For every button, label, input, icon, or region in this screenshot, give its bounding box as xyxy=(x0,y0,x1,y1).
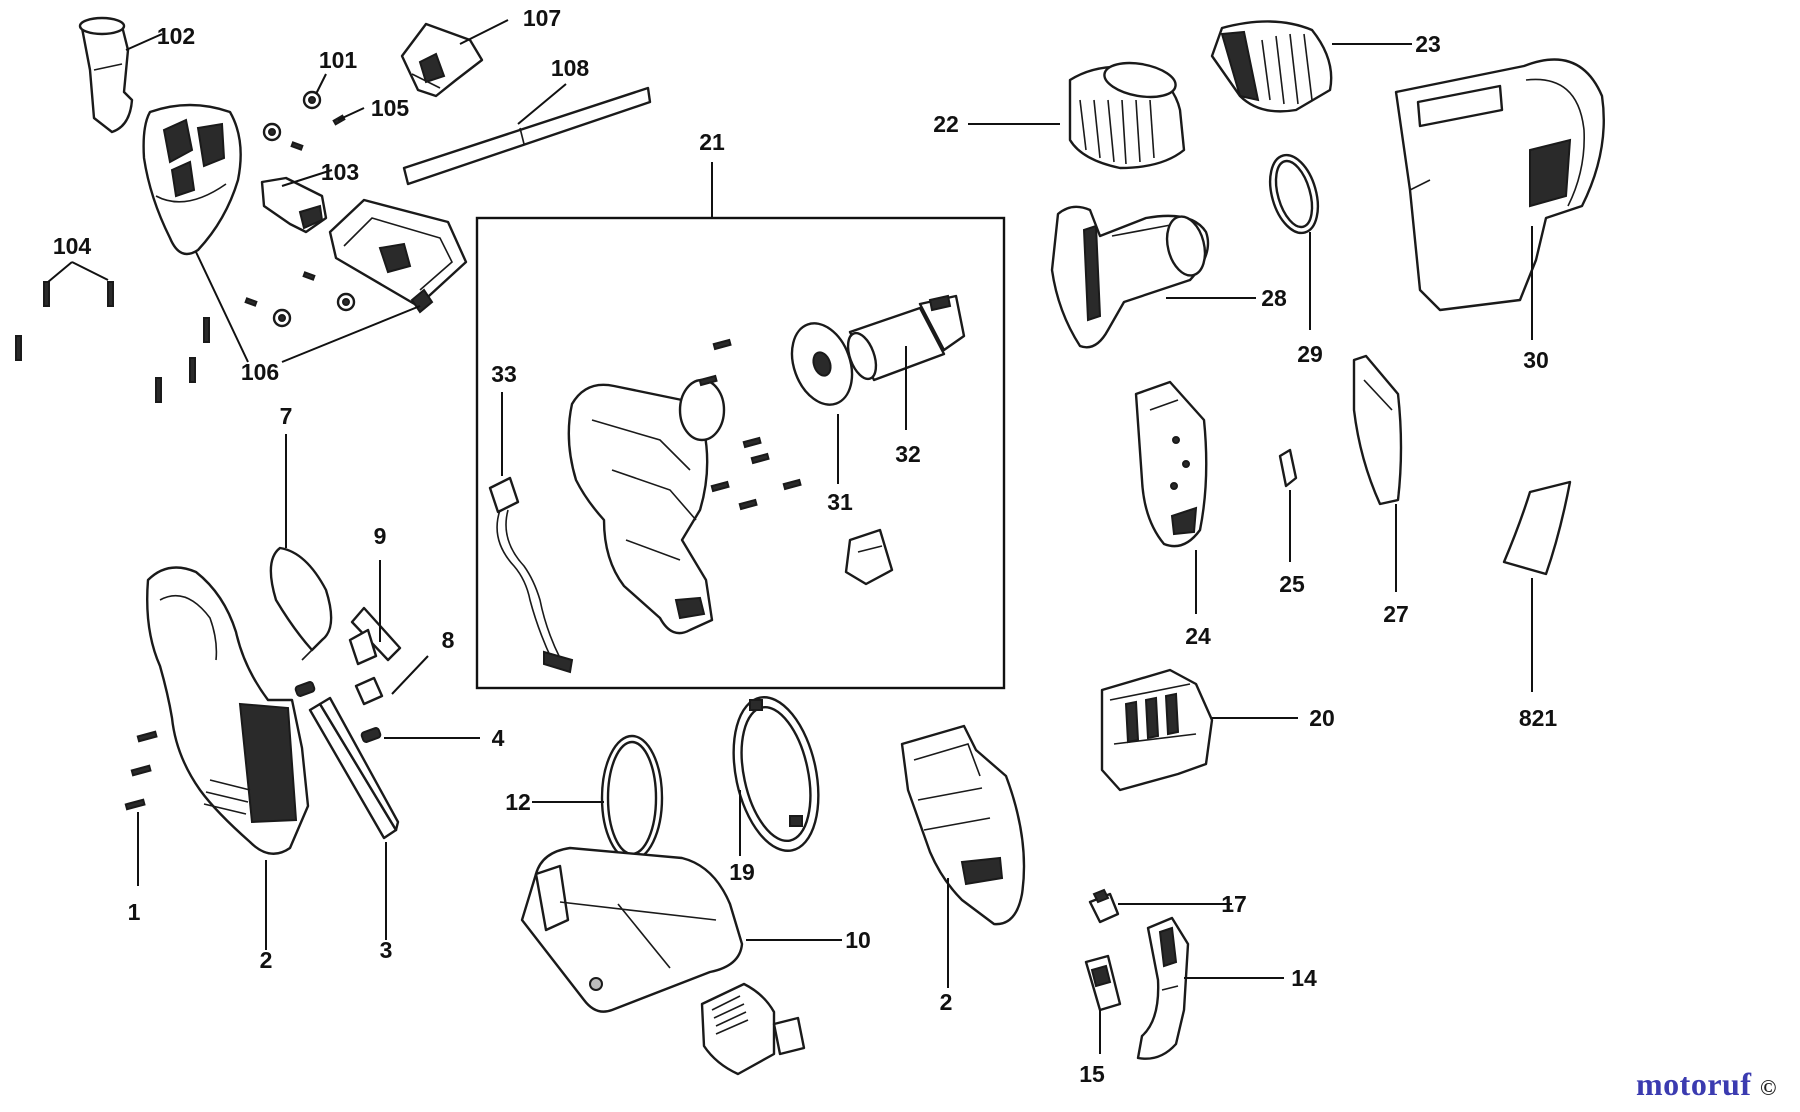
part-label: 7 xyxy=(280,403,293,429)
part-label: 17 xyxy=(1221,891,1247,917)
part-label: 1 xyxy=(128,899,141,925)
part-label: 10 xyxy=(845,927,871,953)
part-label: 103 xyxy=(321,159,359,185)
part-22-filter xyxy=(1068,61,1186,170)
part-9-switch xyxy=(348,606,402,666)
part-25-clip xyxy=(1278,448,1298,488)
part-30-dust-bowl xyxy=(1394,58,1605,312)
leader-lines xyxy=(47,19,1533,1054)
part-106-rear-housing xyxy=(328,198,468,314)
part-2-left-housing xyxy=(146,566,310,855)
part-8-button xyxy=(354,676,384,706)
part-101-washers xyxy=(244,90,356,328)
part-23-filter-cartridge xyxy=(1210,20,1333,113)
part-27-trim xyxy=(1352,354,1403,506)
part-3-filter-pad xyxy=(308,696,400,840)
part-label: 31 xyxy=(827,489,853,515)
part-label: 105 xyxy=(371,95,410,121)
part-label: 23 xyxy=(1415,31,1441,57)
part-label: 4 xyxy=(492,725,505,751)
part-label: 33 xyxy=(491,361,517,387)
part-label: 102 xyxy=(157,23,195,49)
part-label: 15 xyxy=(1079,1061,1105,1087)
part-1-screws xyxy=(124,730,158,811)
part-label: 19 xyxy=(729,859,755,885)
part-label: 29 xyxy=(1297,341,1323,367)
part-label: 20 xyxy=(1309,705,1335,731)
part-14-handle-cover xyxy=(1136,916,1190,1060)
part-32-motor xyxy=(846,294,966,382)
part-label: 21 xyxy=(699,129,725,155)
springs xyxy=(294,681,382,743)
part-label: 9 xyxy=(374,523,387,549)
part-103-latch xyxy=(260,176,328,234)
part-15-switch xyxy=(1084,954,1122,1012)
part-label: 821 xyxy=(1519,705,1558,731)
part-104-screws xyxy=(15,281,210,403)
part-label: 30 xyxy=(1523,347,1549,373)
watermark: motoruf © xyxy=(1636,1066,1777,1103)
part-821-label xyxy=(1502,480,1572,576)
part-label: 104 xyxy=(53,233,92,259)
part-label: 101 xyxy=(319,47,358,73)
part-label: 106 xyxy=(241,359,279,385)
part-label: 24 xyxy=(1185,623,1211,649)
watermark-text: motoruf xyxy=(1636,1066,1752,1102)
power-adapter xyxy=(700,982,806,1076)
part-28-cyclone xyxy=(1050,205,1210,349)
part-108-crevice-tool xyxy=(402,86,652,186)
motor-housing xyxy=(567,378,726,635)
part-label: 2 xyxy=(260,947,273,973)
motor-screws xyxy=(698,338,802,511)
part-24-cover xyxy=(1134,380,1208,548)
part-label-group: 1 2 2 3 4 7 8 9 10 12 14 15 17 19 20 21 … xyxy=(53,5,1558,1087)
part-19-collar xyxy=(732,696,820,852)
part-label: 14 xyxy=(1291,965,1317,991)
part-20-battery-pack xyxy=(1100,668,1214,792)
part-17-button xyxy=(1088,888,1120,924)
part-106-front-shell xyxy=(142,103,242,256)
part-label: 107 xyxy=(523,5,561,31)
part-label: 12 xyxy=(505,789,531,815)
part-label: 3 xyxy=(380,937,393,963)
part-102-angled-nozzle xyxy=(78,16,134,134)
part-2-right-housing xyxy=(900,724,1026,926)
part-label: 108 xyxy=(551,55,590,81)
part-29-ring xyxy=(1268,153,1320,235)
part-7-seal xyxy=(269,546,333,661)
part-10-charging-base xyxy=(520,846,744,1013)
part-label: 8 xyxy=(442,627,455,653)
part-label: 28 xyxy=(1261,285,1287,311)
copyright-icon: © xyxy=(1759,1075,1777,1100)
assembly-21-box xyxy=(475,216,1006,690)
part-33-switch-harness xyxy=(488,476,574,674)
part-31-fan xyxy=(790,322,854,406)
part-107-clip xyxy=(400,22,484,98)
part-label: 25 xyxy=(1279,571,1305,597)
part-label: 2 xyxy=(940,989,953,1015)
part-label: 22 xyxy=(933,111,959,137)
part-label: 27 xyxy=(1383,601,1409,627)
motor-bracket xyxy=(844,528,894,586)
part-label: 32 xyxy=(895,441,921,467)
